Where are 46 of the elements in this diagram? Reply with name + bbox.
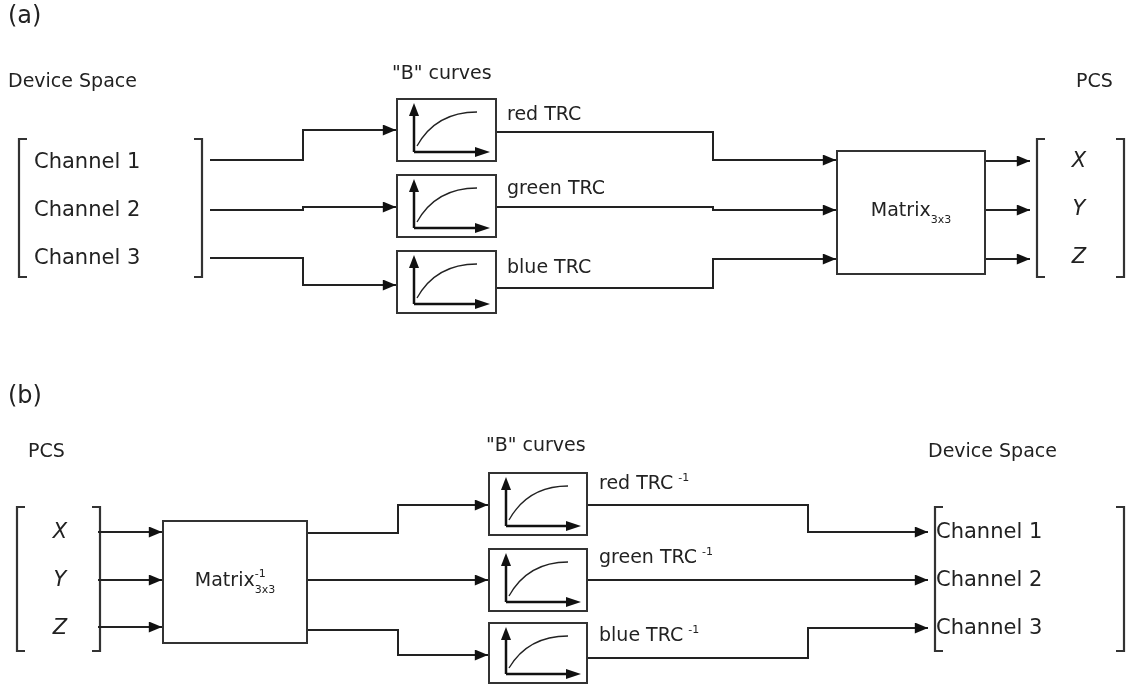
connector-arrow	[985, 204, 1031, 216]
heading: Device Space	[928, 440, 1057, 461]
heading: PCS	[1076, 70, 1113, 91]
connector-arrow	[307, 499, 489, 534]
connector-arrow	[985, 253, 1031, 265]
heading: "B" curves	[392, 62, 492, 83]
connector-arrow	[97, 574, 163, 586]
connector-arrow	[307, 574, 489, 586]
curve-graph-box	[488, 472, 588, 536]
vector-entry: X	[1071, 149, 1087, 173]
connector-arrow	[209, 257, 397, 291]
vector-entry: X	[52, 520, 68, 544]
connector-arrow	[587, 622, 929, 659]
curve-graph-box	[396, 98, 497, 162]
connector-arrow	[496, 131, 837, 166]
panel-label: (a)	[8, 2, 42, 29]
matrix-box: Matrix$_{3x3}$	[836, 150, 986, 275]
vector-entry: Y	[53, 568, 67, 592]
edge-label: green TRC$^{-1}$	[597, 546, 715, 567]
vector-entry: Z	[52, 616, 68, 640]
connector-arrow	[587, 574, 929, 586]
connector-arrow	[209, 124, 397, 161]
heading: Device Space	[8, 70, 137, 91]
connector-arrow	[496, 204, 837, 216]
connector-arrow	[587, 504, 929, 538]
vector-entry: Channel 1	[936, 520, 1043, 544]
vector-entry: Channel 3	[34, 246, 141, 270]
connector-arrow	[307, 629, 489, 661]
connector-arrow	[97, 526, 163, 538]
vector-entry: Channel 2	[936, 568, 1043, 592]
curve-graph-box	[396, 174, 497, 238]
connector-arrow	[97, 621, 163, 633]
curve-graph-box	[488, 622, 588, 684]
vector-entry: Channel 1	[34, 150, 141, 174]
connector-arrow	[209, 201, 397, 213]
connector-arrow	[496, 253, 837, 289]
vector-entry: Z	[1071, 245, 1087, 269]
vector-entry: Channel 2	[34, 198, 141, 222]
curve-graph-box	[396, 250, 497, 314]
connector-arrow	[985, 155, 1031, 167]
curve-graph-box	[488, 548, 588, 612]
vector-entry: Y	[1072, 197, 1086, 221]
panel-label: (b)	[8, 382, 42, 409]
heading: PCS	[28, 440, 65, 461]
vector-entry: Channel 3	[936, 616, 1043, 640]
heading: "B" curves	[486, 434, 586, 455]
